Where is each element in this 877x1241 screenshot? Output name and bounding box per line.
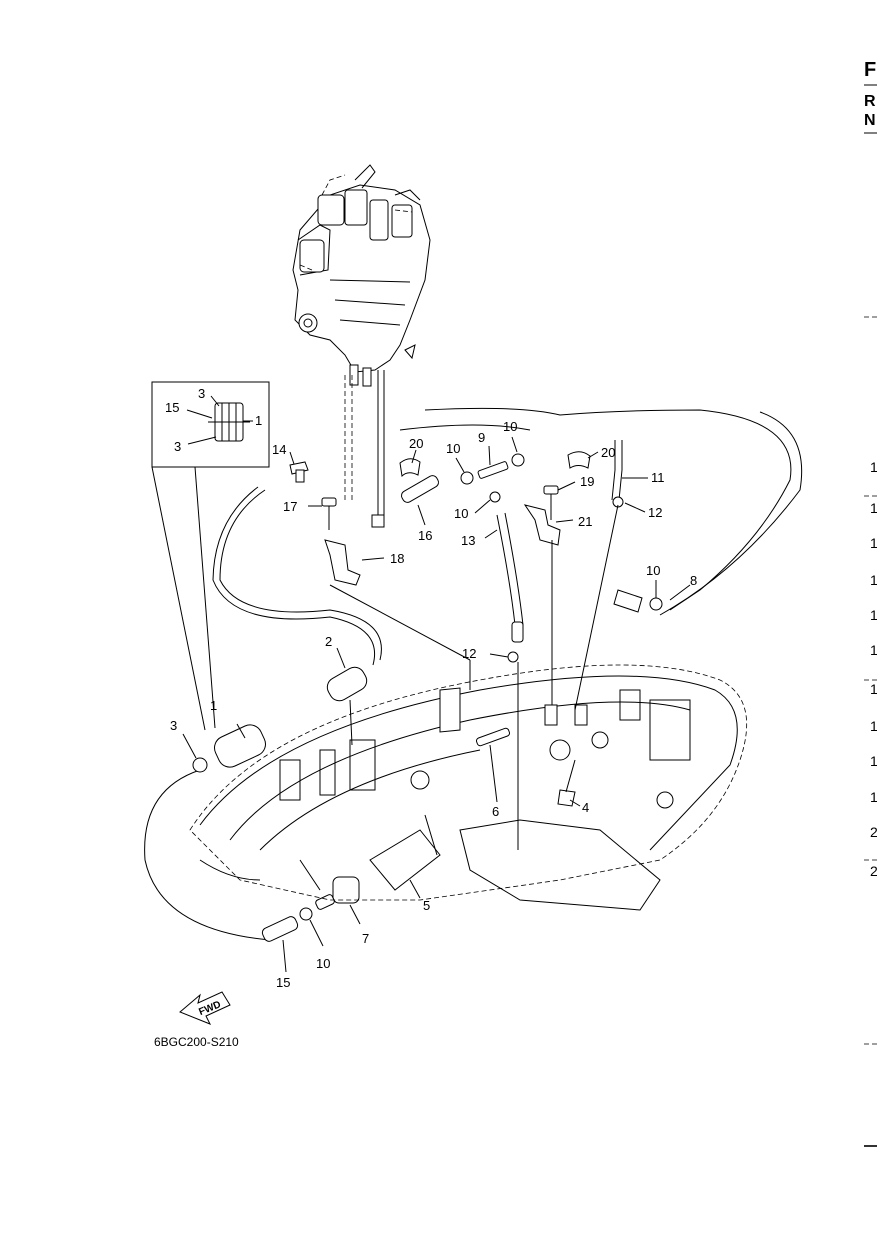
callout-9: 9 bbox=[478, 430, 485, 445]
side-number: 2 bbox=[870, 824, 877, 840]
side-number: 1 bbox=[870, 535, 877, 551]
side-number: 2 bbox=[870, 863, 877, 879]
callout-4: 4 bbox=[582, 800, 589, 815]
right-edge-column: 1 1 1 1 1 1 1 1 1 1 2 2 bbox=[864, 316, 877, 1147]
callout-10-b: 10 bbox=[503, 419, 517, 434]
callout-10-c: 10 bbox=[454, 506, 468, 521]
callout-17: 17 bbox=[283, 499, 297, 514]
inset-callout-15: 15 bbox=[165, 400, 179, 415]
inset-detail: 3 15 1 3 bbox=[151, 381, 270, 468]
callout-14: 14 bbox=[272, 442, 286, 457]
callout-3: 3 bbox=[170, 718, 177, 733]
callout-2: 2 bbox=[325, 634, 332, 649]
diagram-code: 6BGC200-S210 bbox=[154, 1035, 239, 1049]
callout-20-b: 20 bbox=[601, 445, 615, 460]
engine-block-drawing bbox=[292, 164, 431, 528]
side-number: 1 bbox=[870, 753, 877, 769]
edge-letter-r: R bbox=[864, 93, 876, 110]
leader-lines bbox=[151, 436, 691, 973]
callout-15: 15 bbox=[276, 975, 290, 990]
side-number: 1 bbox=[870, 718, 877, 734]
callout-10-e: 10 bbox=[316, 956, 330, 971]
side-number: 1 bbox=[870, 607, 877, 623]
parts bbox=[192, 451, 663, 942]
callout-21: 21 bbox=[578, 514, 592, 529]
inset-callout-3-bottom: 3 bbox=[174, 439, 181, 454]
side-number: 1 bbox=[870, 572, 877, 588]
callout-18: 18 bbox=[390, 551, 404, 566]
edge-letter-n: N bbox=[864, 112, 876, 129]
callout-1: 1 bbox=[210, 698, 217, 713]
fwd-arrow-icon: FWD bbox=[179, 991, 231, 1025]
inset-callout-3-top: 3 bbox=[198, 386, 205, 401]
callout-10-d: 10 bbox=[646, 563, 660, 578]
hose-routes bbox=[144, 407, 803, 941]
side-number: 1 bbox=[870, 789, 877, 805]
callout-19: 19 bbox=[580, 474, 594, 489]
edge-letter-f: F bbox=[864, 59, 876, 81]
side-number: 1 bbox=[870, 459, 877, 475]
callout-10-a: 10 bbox=[446, 441, 460, 456]
callout-8: 8 bbox=[690, 573, 697, 588]
callout-labels: 1 2 3 4 5 6 7 8 9 10 10 10 10 10 11 12 1… bbox=[170, 419, 697, 990]
callout-6: 6 bbox=[492, 804, 499, 819]
callout-12-a: 12 bbox=[648, 505, 662, 520]
side-number: 1 bbox=[870, 642, 877, 658]
inset-callout-1: 1 bbox=[255, 413, 262, 428]
callout-7: 7 bbox=[362, 931, 369, 946]
callout-16: 16 bbox=[418, 528, 432, 543]
side-number: 1 bbox=[870, 681, 877, 697]
callout-12-b: 12 bbox=[462, 646, 476, 661]
callout-20-a: 20 bbox=[409, 436, 423, 451]
side-number: 1 bbox=[870, 500, 877, 516]
callout-11: 11 bbox=[651, 470, 665, 485]
bottom-cowling-drawing bbox=[189, 664, 747, 911]
callout-13: 13 bbox=[461, 533, 475, 548]
callout-5: 5 bbox=[423, 898, 430, 913]
